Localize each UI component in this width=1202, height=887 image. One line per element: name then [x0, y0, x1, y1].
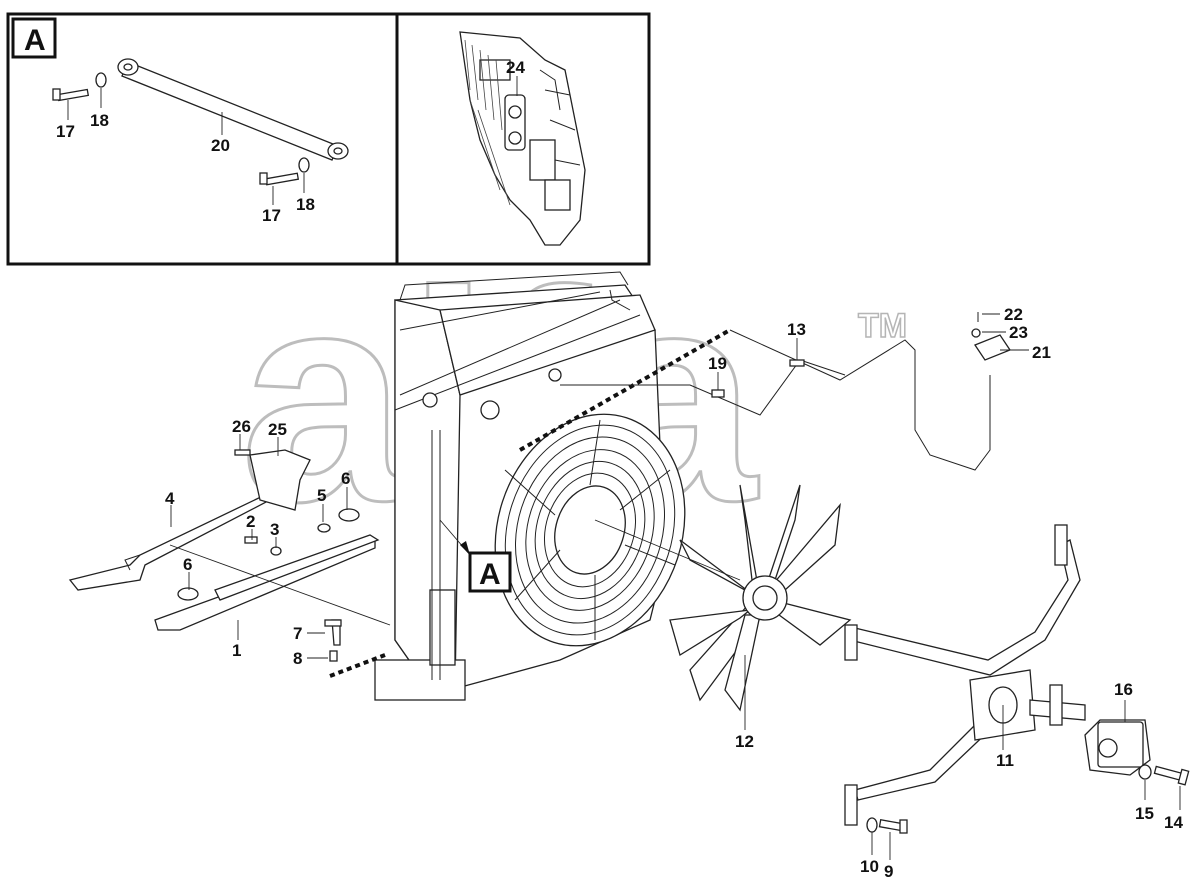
label-4: 4: [165, 489, 175, 508]
bracket-group: [68, 434, 391, 662]
hose-group: [560, 312, 1029, 471]
bracket-25: [249, 449, 311, 511]
label-16: 16: [1114, 680, 1133, 699]
washer-3: [270, 546, 282, 556]
label-18: 18: [90, 111, 109, 130]
fitting-13: [789, 359, 805, 367]
seal-6-upper: [338, 508, 360, 522]
callout-tag-box: [468, 551, 512, 593]
label-5: 5: [317, 486, 326, 505]
label-26: 26: [232, 417, 251, 436]
fitting-19: [711, 389, 725, 398]
label-21: 21: [1032, 343, 1051, 362]
dashed-pipe-lower: [329, 653, 386, 678]
washer-5: [317, 523, 331, 533]
label-20: 20: [211, 136, 230, 155]
detail-tag-box: [11, 17, 57, 59]
label-7: 7: [293, 624, 302, 643]
detail-frame: [6, 12, 651, 266]
label-3: 3: [270, 520, 279, 539]
seal-6-lower: [177, 587, 199, 601]
fan-frame: [844, 524, 1086, 826]
label-23: 23: [1009, 323, 1028, 342]
engine-block-sketch: [459, 31, 586, 246]
washer-15: [1138, 764, 1152, 780]
label-6: 6: [183, 555, 192, 574]
label-2: 2: [246, 512, 255, 531]
label-25: 25: [268, 420, 287, 439]
tie-rod: [117, 58, 349, 161]
dashed-pipe-upper: [519, 328, 731, 452]
label-22: 22: [1004, 305, 1023, 324]
label-18: 18: [296, 195, 315, 214]
callout-tag-label: A: [479, 558, 501, 591]
washer-18-upper: [95, 72, 107, 88]
label-14: 14: [1164, 813, 1183, 832]
bolt-17-upper: [52, 88, 90, 102]
washer-18-lower: [298, 157, 310, 173]
label-11: 11: [996, 751, 1014, 770]
fan-shroud: [494, 413, 686, 647]
bolt-9: [878, 819, 908, 834]
washer-23: [971, 328, 981, 338]
hydraulic-motor: [1084, 700, 1151, 776]
part-labels: 26 25 4 5 6 2 3 6 1 7 8 13 19 22 23 21 1…: [165, 305, 1183, 881]
label-13: 13: [787, 320, 806, 339]
label-17: 17: [56, 122, 75, 141]
label-10: 10: [860, 857, 879, 876]
fan-blade: [594, 484, 852, 730]
label-6: 6: [341, 469, 350, 488]
label-24: 24: [506, 58, 525, 77]
bolt-2: [244, 536, 258, 544]
sensor-plate-21: [974, 334, 1011, 361]
bolt-14: [1153, 765, 1190, 786]
label-19: 19: [708, 354, 727, 373]
label-8: 8: [293, 649, 302, 668]
spacer-8: [329, 650, 338, 662]
callout-a: A: [439, 519, 512, 593]
label-9: 9: [884, 862, 893, 881]
washer-10: [866, 817, 878, 833]
detail-tag-label: A: [24, 24, 46, 57]
trademark-mark: TM: [858, 307, 907, 345]
bolt-17-lower: [259, 172, 300, 186]
bolt-26: [234, 449, 251, 456]
label-1: 1: [232, 641, 241, 660]
label-12: 12: [735, 732, 754, 751]
label-15: 15: [1135, 804, 1154, 823]
detail-view-a: A 17 18 20 17 18: [6, 12, 651, 266]
label-17: 17: [262, 206, 281, 225]
